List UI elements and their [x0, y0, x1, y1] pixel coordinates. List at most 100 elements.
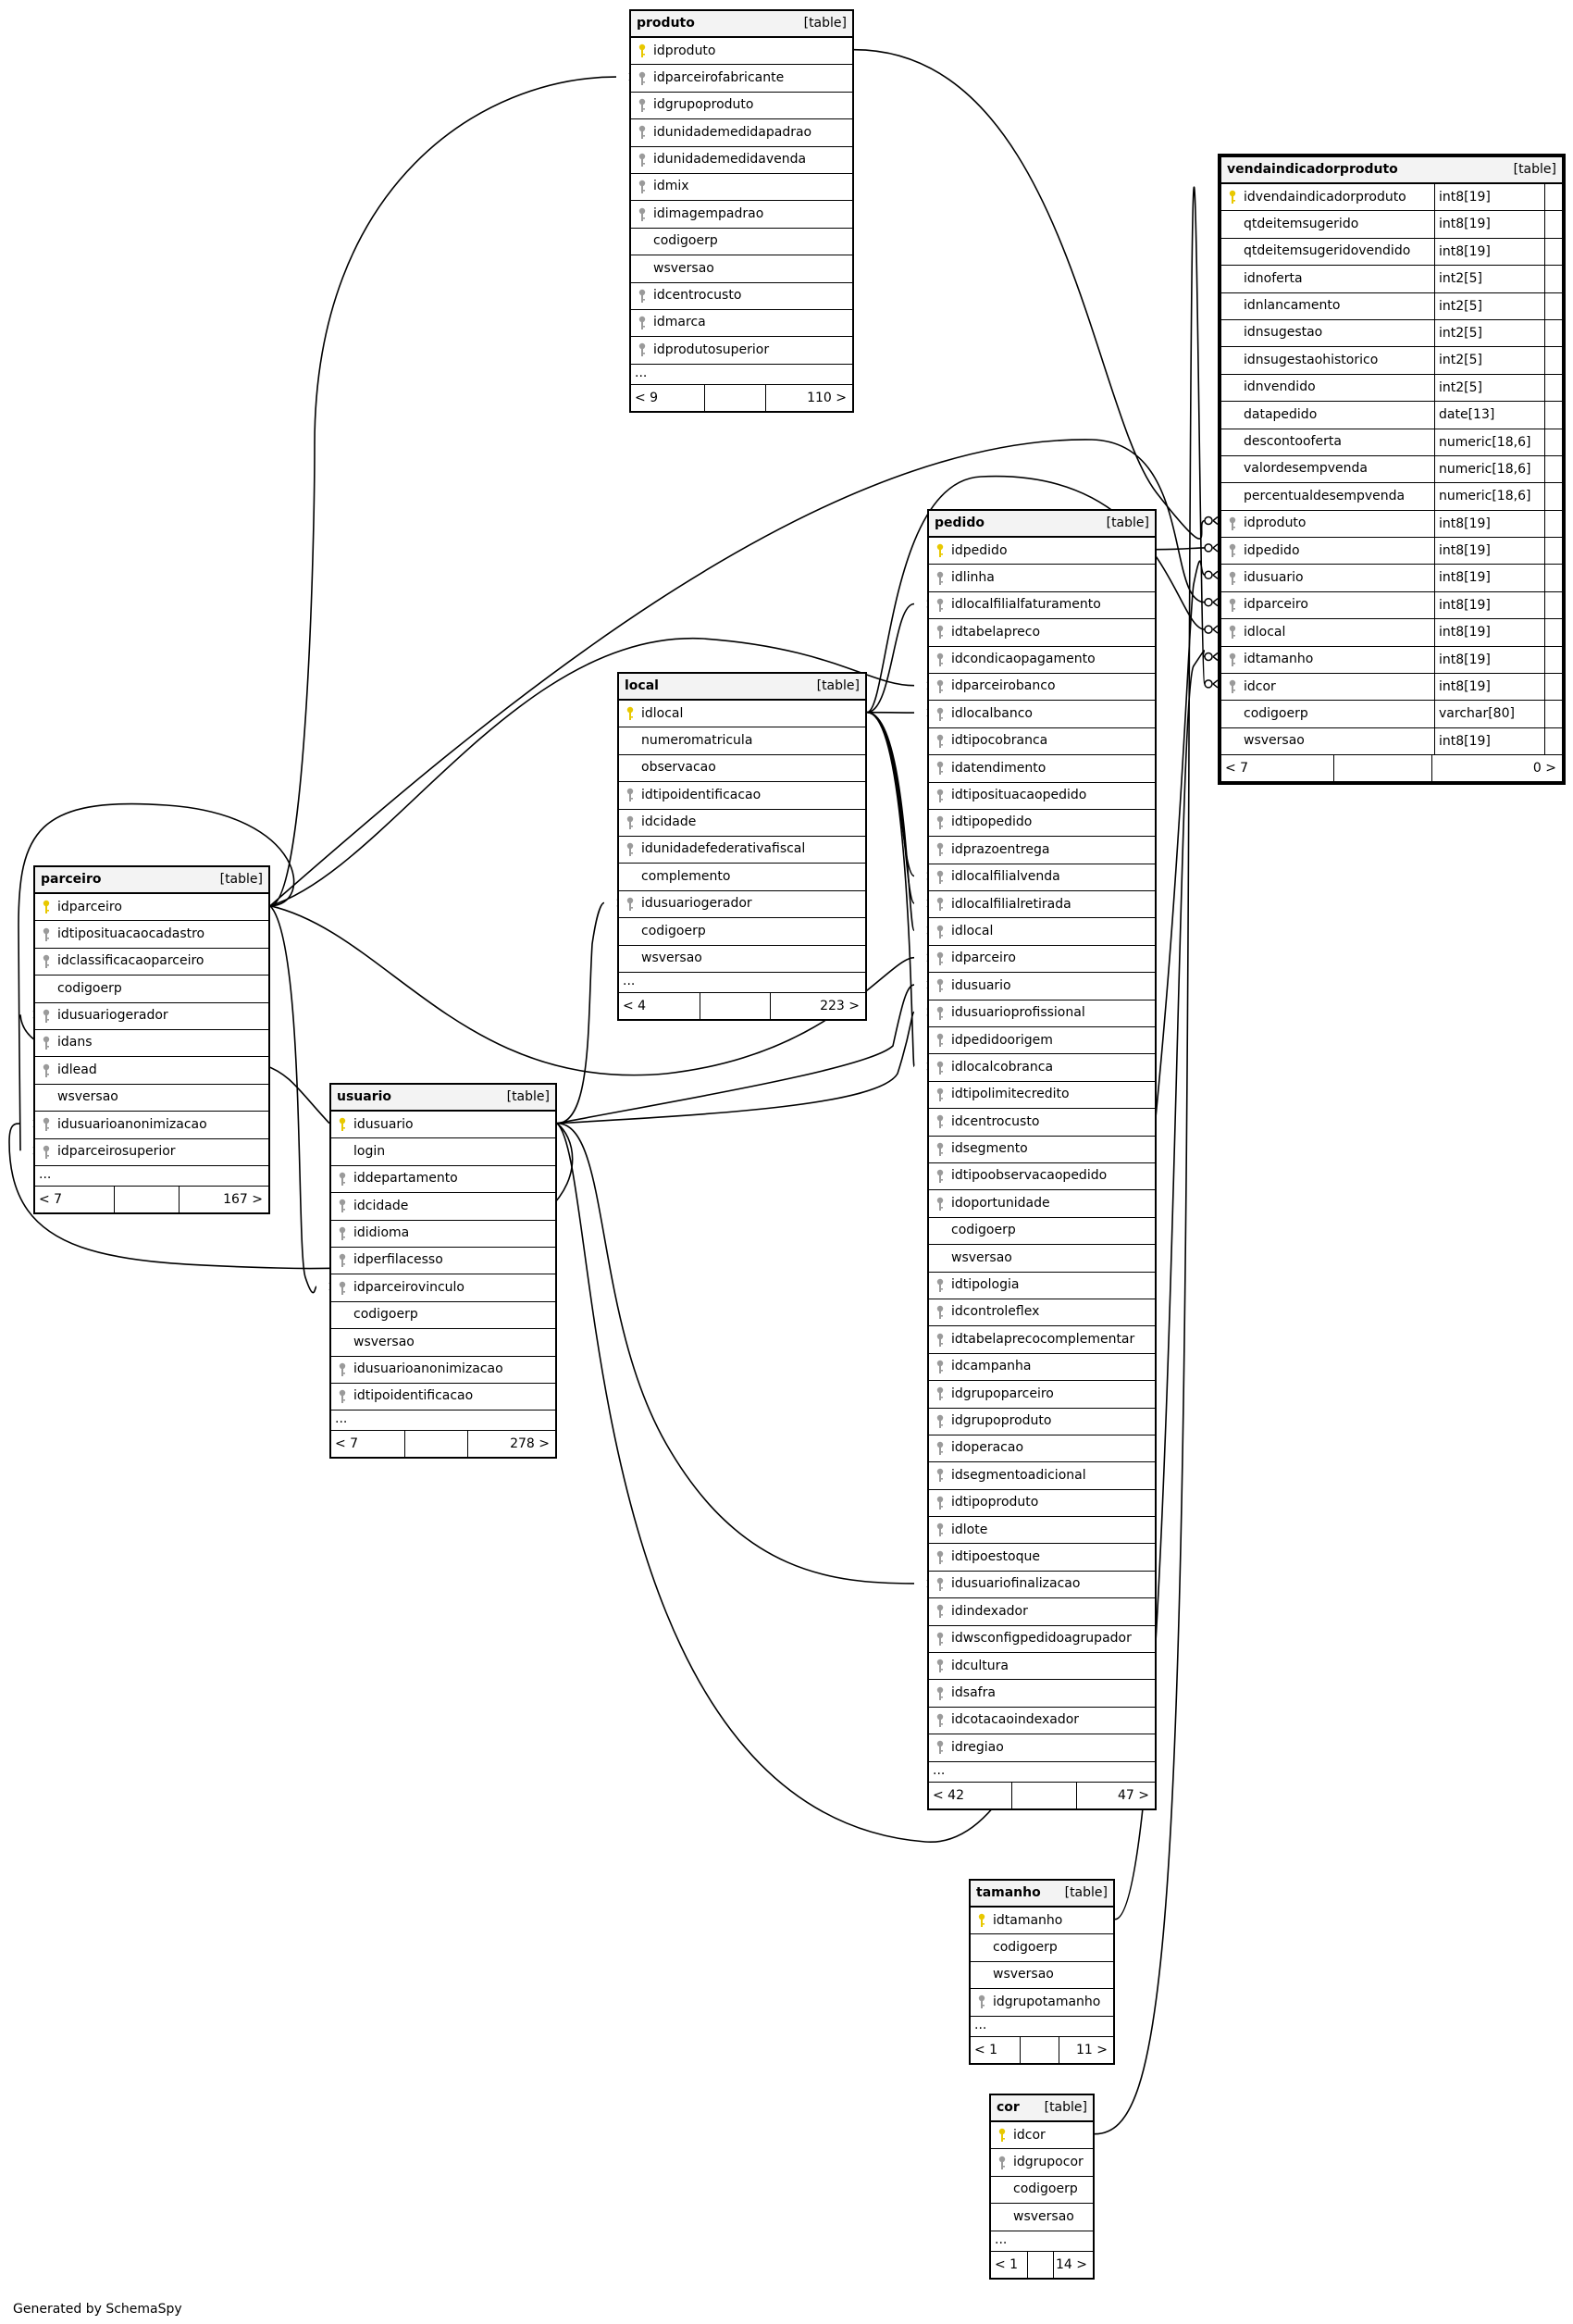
table-name[interactable]: produto [637, 16, 695, 31]
column-row[interactable]: codigoerp [619, 918, 865, 946]
column-row[interactable]: idmarca [631, 310, 852, 338]
column-row[interactable]: idlocalbanco [929, 701, 1155, 728]
column-row[interactable]: idtipoidentificacao [619, 782, 865, 810]
column-row[interactable]: idatendimento [929, 755, 1155, 783]
parent-count[interactable]: < 7 [1221, 755, 1334, 782]
column-row[interactable]: idusuariogerador [35, 1003, 268, 1030]
column-row[interactable]: idans [35, 1030, 268, 1058]
table-vendaindicadorproduto[interactable]: vendaindicadorproduto[table]idvendaindic… [1218, 154, 1566, 786]
column-row[interactable]: idparceirobanco [929, 674, 1155, 702]
child-count[interactable]: 167 > [223, 1191, 263, 1207]
column-row[interactable]: idgrupotamanho [971, 1989, 1113, 2017]
column-row[interactable]: idgrupoproduto [929, 1409, 1155, 1435]
table-name[interactable]: usuario [337, 1089, 392, 1104]
column-row[interactable]: idtipocobranca [929, 728, 1155, 756]
column-row[interactable]: idtipolimitecredito [929, 1082, 1155, 1110]
column-row[interactable]: idlocalfilialretirada [929, 891, 1155, 919]
column-row[interactable]: idlocal [929, 918, 1155, 946]
column-row[interactable]: idcultura [929, 1653, 1155, 1681]
column-row[interactable]: wsversao [331, 1329, 555, 1357]
column-row[interactable]: ididioma [331, 1221, 555, 1248]
column-row[interactable]: complemento [619, 864, 865, 891]
child-count[interactable]: 278 > [510, 1436, 550, 1452]
table-name[interactable]: local [625, 678, 659, 693]
column-row[interactable]: idtiposituacaocadastro [35, 921, 268, 949]
column-row[interactable]: idoperacao [929, 1435, 1155, 1463]
column-row[interactable]: idcentrocusto [631, 283, 852, 310]
column-row[interactable]: idcidade [619, 810, 865, 837]
table-header[interactable]: pedido[table] [929, 511, 1155, 538]
column-row[interactable]: idcontroleflex [929, 1299, 1155, 1327]
column-row[interactable]: idimagempadrao [631, 201, 852, 229]
table-name[interactable]: vendaindicadorproduto [1227, 162, 1398, 177]
column-row[interactable]: idoportunidade [929, 1190, 1155, 1218]
child-count[interactable]: 223 > [820, 998, 860, 1013]
column-row[interactable]: idlocalfilialfaturamento [929, 592, 1155, 620]
column-row[interactable]: codigoerp [971, 1934, 1113, 1962]
child-count[interactable]: 110 > [807, 390, 847, 405]
column-row[interactable]: idlinha [929, 565, 1155, 592]
column-row[interactable]: numeromatricula [619, 727, 865, 755]
column-row[interactable]: idprodutosuperior [631, 337, 852, 365]
column-row[interactable]: idtipoobservacaopedido [929, 1163, 1155, 1191]
column-row[interactable]: idcentrocusto [929, 1109, 1155, 1137]
column-row[interactable]: wsversao [35, 1085, 268, 1112]
column-row[interactable]: idtipopedido [929, 810, 1155, 838]
column-row[interactable]: idindexador [929, 1598, 1155, 1626]
column-row[interactable]: codigoerp [929, 1218, 1155, 1246]
column-row[interactable]: idparceiro [35, 894, 268, 922]
column-row[interactable]: idtabelapreco [929, 619, 1155, 647]
column-row[interactable]: idcampanha [929, 1354, 1155, 1382]
column-row[interactable]: idunidademedidapadrao [631, 119, 852, 147]
column-row[interactable]: idtiposituacaopedido [929, 783, 1155, 810]
table-header[interactable]: vendaindicadorproduto[table] [1221, 157, 1562, 184]
column-row[interactable]: iddepartamento [331, 1166, 555, 1194]
column-row[interactable]: idusuarioanonimizacao [35, 1112, 268, 1139]
column-row[interactable]: codigoerp [35, 976, 268, 1003]
column-row[interactable]: idlote [929, 1517, 1155, 1545]
column-row[interactable]: idregiao [929, 1734, 1155, 1762]
table-header[interactable]: produto[table] [631, 11, 852, 38]
parent-count[interactable]: < 1 [991, 2251, 1028, 2278]
table-name[interactable]: parceiro [41, 872, 102, 887]
column-row[interactable]: observacao [619, 755, 865, 783]
column-row[interactable]: idcidade [331, 1193, 555, 1221]
table-header[interactable]: tamanho[table] [971, 1881, 1113, 1908]
child-count[interactable]: 0 > [1532, 761, 1556, 777]
column-row[interactable]: idunidadefederativafiscal [619, 837, 865, 864]
column-row[interactable]: idgrupoparceiro [929, 1381, 1155, 1409]
column-row[interactable]: wsversao [971, 1962, 1113, 1990]
column-row[interactable]: idmix [631, 174, 852, 202]
column-row[interactable]: idwsconfigpedidoagrupador [929, 1626, 1155, 1654]
column-row[interactable]: idusuario [929, 973, 1155, 1000]
table-name[interactable]: pedido [935, 516, 985, 530]
column-row[interactable]: idparceirofabricante [631, 65, 852, 93]
parent-count[interactable]: < 7 [35, 1186, 115, 1212]
column-row[interactable]: idusuariogerador [619, 891, 865, 919]
parent-count[interactable]: < 7 [331, 1431, 405, 1458]
column-row[interactable]: idtipoestoque [929, 1544, 1155, 1572]
column-row[interactable]: idsegmento [929, 1137, 1155, 1163]
column-row[interactable]: wsversao [991, 2204, 1093, 2231]
column-row[interactable]: idgrupocor [991, 2149, 1093, 2177]
column-row[interactable]: idusuarioanonimizacao [331, 1357, 555, 1384]
column-row[interactable]: idusuarioprofissional [929, 1000, 1155, 1028]
